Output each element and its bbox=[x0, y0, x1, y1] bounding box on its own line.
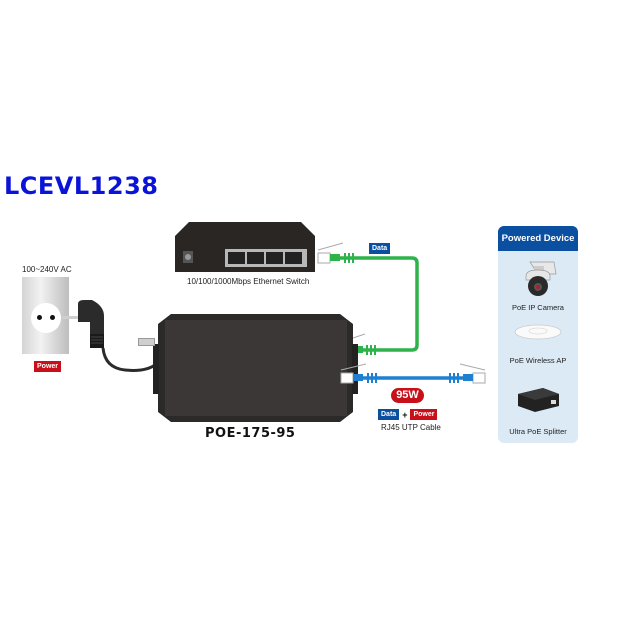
poe-splitter-icon bbox=[518, 388, 559, 412]
data-tag: Data bbox=[378, 409, 400, 420]
wireless-ap-icon bbox=[514, 324, 562, 340]
ip-camera-icon bbox=[525, 261, 557, 296]
poe-injector-icon bbox=[153, 314, 358, 422]
injector-ac-port bbox=[138, 338, 155, 346]
data-cable bbox=[317, 242, 419, 356]
power-tag: Power bbox=[34, 361, 62, 372]
socket-icon bbox=[31, 303, 61, 333]
socket-hole bbox=[50, 315, 55, 320]
device-label: PoE Wireless AP bbox=[509, 356, 567, 365]
data-tag: Data bbox=[369, 243, 391, 254]
power-cord bbox=[101, 347, 156, 372]
switch-label: 10/100/1000Mbps Ethernet Switch bbox=[187, 277, 310, 286]
data-power-tags: Data + Power bbox=[378, 409, 438, 420]
device-label: PoE IP Camera bbox=[512, 303, 564, 312]
plus-sign: + bbox=[402, 409, 408, 420]
wattage-badge: 95W bbox=[391, 388, 424, 403]
cable-label: RJ45 UTP Cable bbox=[381, 423, 441, 432]
product-title: LCEVL1238 bbox=[4, 172, 159, 200]
powered-device-panel: Powered Device PoE IP Camera PoE Wireles… bbox=[498, 226, 578, 443]
power-plug-icon bbox=[78, 300, 104, 348]
socket-hole bbox=[37, 315, 42, 320]
device-label: Ultra PoE Splitter bbox=[509, 427, 567, 436]
poe-output-cable bbox=[340, 363, 486, 384]
power-tag: Power bbox=[410, 409, 438, 420]
plug-pin bbox=[62, 316, 78, 319]
voltage-label: 100~240V AC bbox=[22, 265, 72, 274]
injector-model-label: POE-175-95 bbox=[205, 426, 296, 441]
ethernet-switch-icon bbox=[175, 222, 315, 272]
powered-device-header: Powered Device bbox=[498, 226, 578, 251]
